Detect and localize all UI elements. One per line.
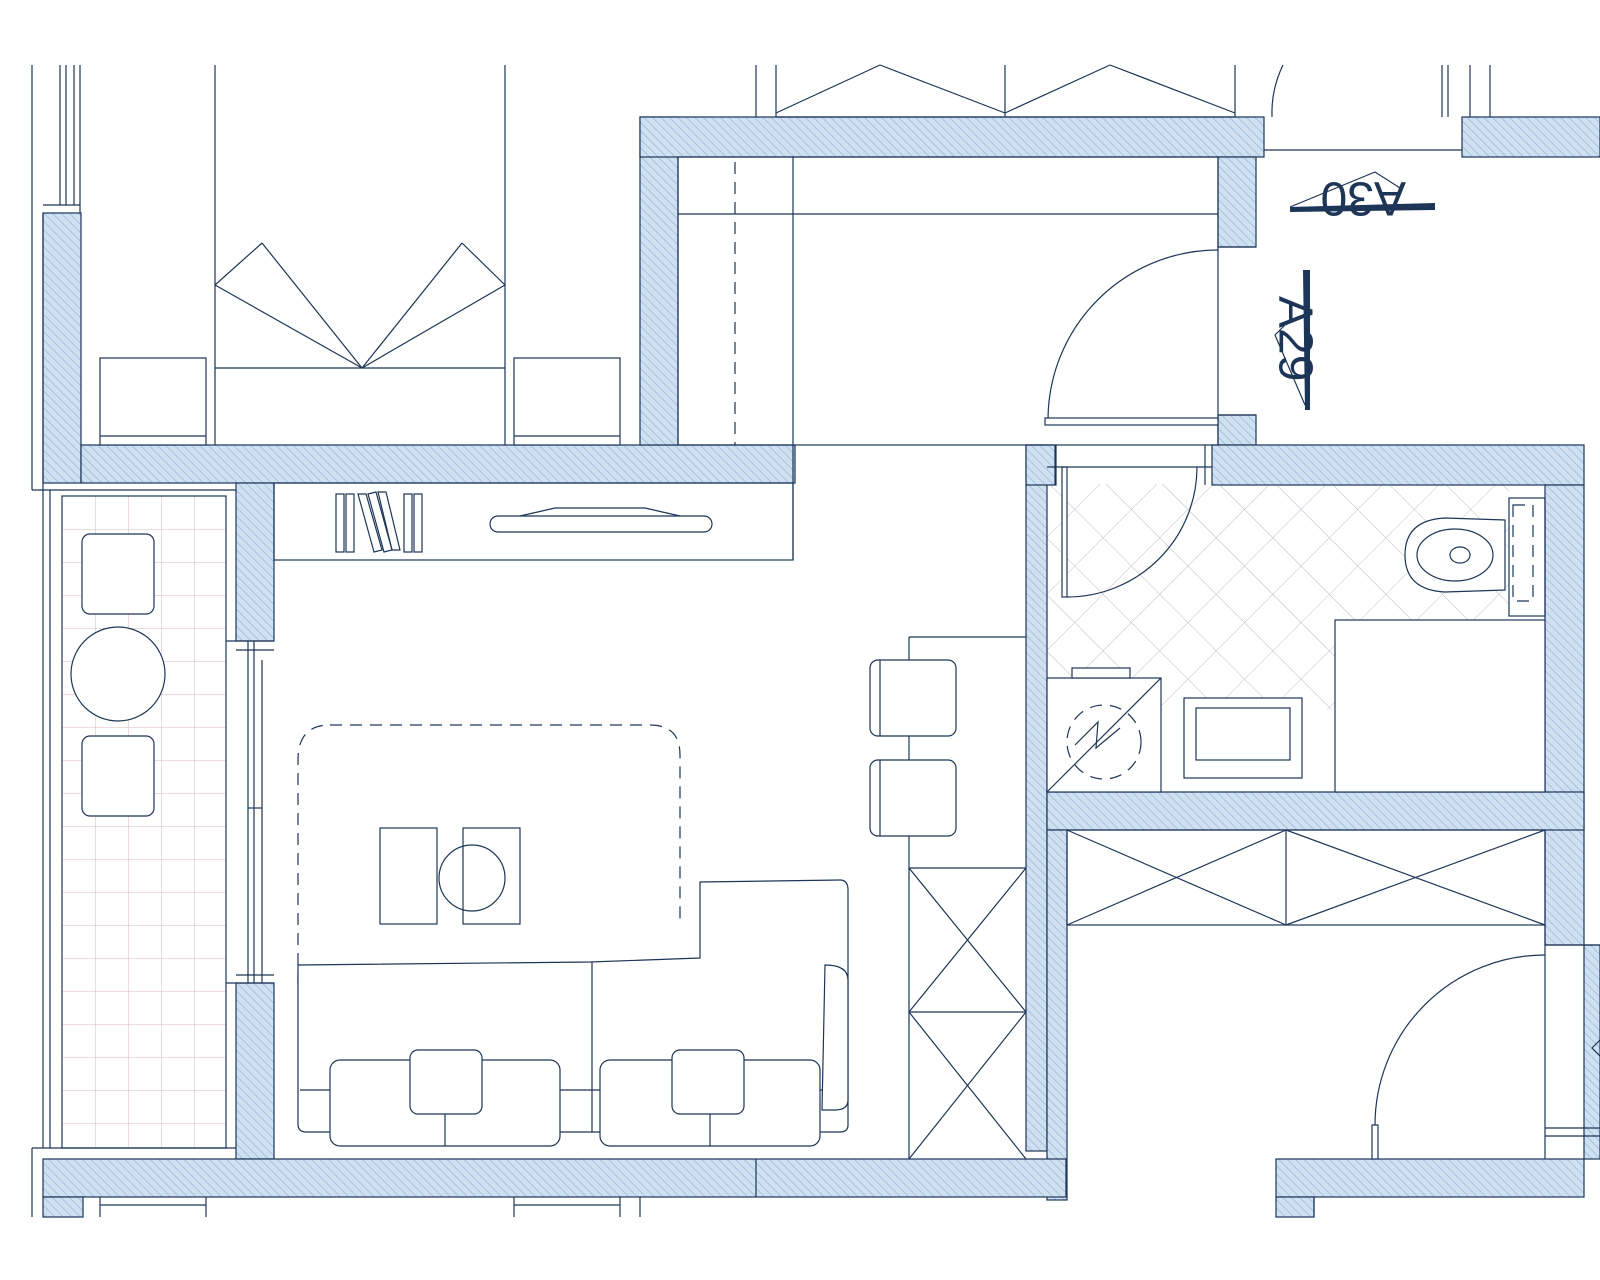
bathroom-door xyxy=(1047,445,1212,598)
sofa xyxy=(297,879,849,1147)
bottom-room-edge xyxy=(99,1159,1315,1217)
balcony-table xyxy=(70,533,166,817)
lower-wardrobe xyxy=(1066,829,1546,1159)
top-window-doors xyxy=(755,64,1491,151)
section-marker-a29: A29 xyxy=(1268,270,1321,410)
toilet xyxy=(1404,497,1546,617)
bed xyxy=(214,65,506,445)
bathroom-cabinet xyxy=(1334,619,1546,793)
marker-a29-label: A29 xyxy=(1268,296,1321,381)
coffee-table xyxy=(379,827,521,925)
section-marker-a30: A30 xyxy=(1289,171,1435,224)
marker-a30-label: A30 xyxy=(1321,171,1406,224)
outer-frame-lines xyxy=(31,65,274,1217)
bar-stools xyxy=(869,659,957,837)
sink-unit xyxy=(1183,697,1303,779)
upper-room-door xyxy=(1044,246,1256,426)
nightstand-right xyxy=(513,357,621,446)
tv-cabinet xyxy=(273,482,794,561)
lower-room-door xyxy=(1371,944,1600,1160)
nightstand-left xyxy=(99,357,207,446)
washing-machine xyxy=(1046,667,1162,793)
walls xyxy=(42,116,1600,1218)
rug xyxy=(297,724,681,985)
